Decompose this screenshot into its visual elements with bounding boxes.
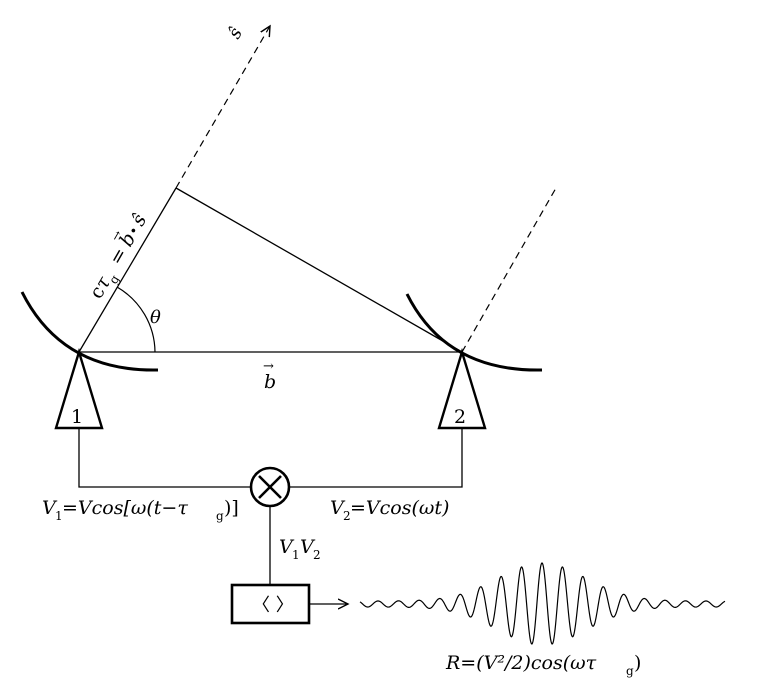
- svg-text:2: 2: [313, 548, 321, 562]
- antenna-2-label: 2: [454, 406, 466, 428]
- svg-text:=Vcos[ω(t−τ: =Vcos[ω(t−τ: [62, 497, 188, 519]
- antenna-1-label: 1: [71, 406, 83, 428]
- dish-1: [20, 291, 159, 372]
- svg-text:): ): [634, 652, 641, 674]
- svg-text:V: V: [300, 536, 316, 558]
- source-direction-dashed-1: [175, 26, 270, 189]
- v1-equation: V 1 =Vcos[ω(t−τ g )]: [42, 497, 239, 523]
- response-equation: R=(V²/2)cos(ωτ g ): [445, 652, 641, 678]
- svg-text:1: 1: [292, 548, 300, 562]
- wire-antenna-1: [78, 428, 251, 488]
- svg-text:R=(V²/2)cos(ωτ: R=(V²/2)cos(ωτ: [445, 652, 597, 674]
- theta-label: θ: [150, 307, 161, 328]
- svg-text:V: V: [279, 536, 295, 558]
- dish-2: [405, 293, 543, 372]
- svg-text:1: 1: [55, 509, 63, 523]
- svg-text:V: V: [330, 497, 346, 519]
- wire-antenna-2: [289, 428, 463, 488]
- svg-text:)]: )]: [224, 497, 239, 519]
- wavefront-line: [175, 187, 463, 353]
- svg-text:g: g: [216, 509, 224, 523]
- multiplier-symbol: [249, 466, 291, 508]
- source-direction-solid-1: [78, 187, 177, 353]
- averager-label: 〈 〉: [252, 595, 294, 616]
- baseline-vector-arrow: →: [263, 359, 274, 374]
- baseline-label: b: [264, 371, 276, 393]
- source-direction-dashed-2: [461, 187, 557, 353]
- fringe-waveform: [359, 562, 726, 645]
- theta-arc: [116, 286, 156, 353]
- svg-text:=Vcos(ωt): =Vcos(ωt): [350, 497, 449, 519]
- svg-text:V: V: [42, 497, 58, 519]
- svg-text:2: 2: [343, 509, 351, 523]
- source-direction-label: ŝ: [224, 24, 247, 43]
- product-label: V 1 V 2: [279, 536, 321, 562]
- v2-equation: V 2 =Vcos(ωt): [330, 497, 449, 523]
- svg-text:g: g: [626, 664, 634, 678]
